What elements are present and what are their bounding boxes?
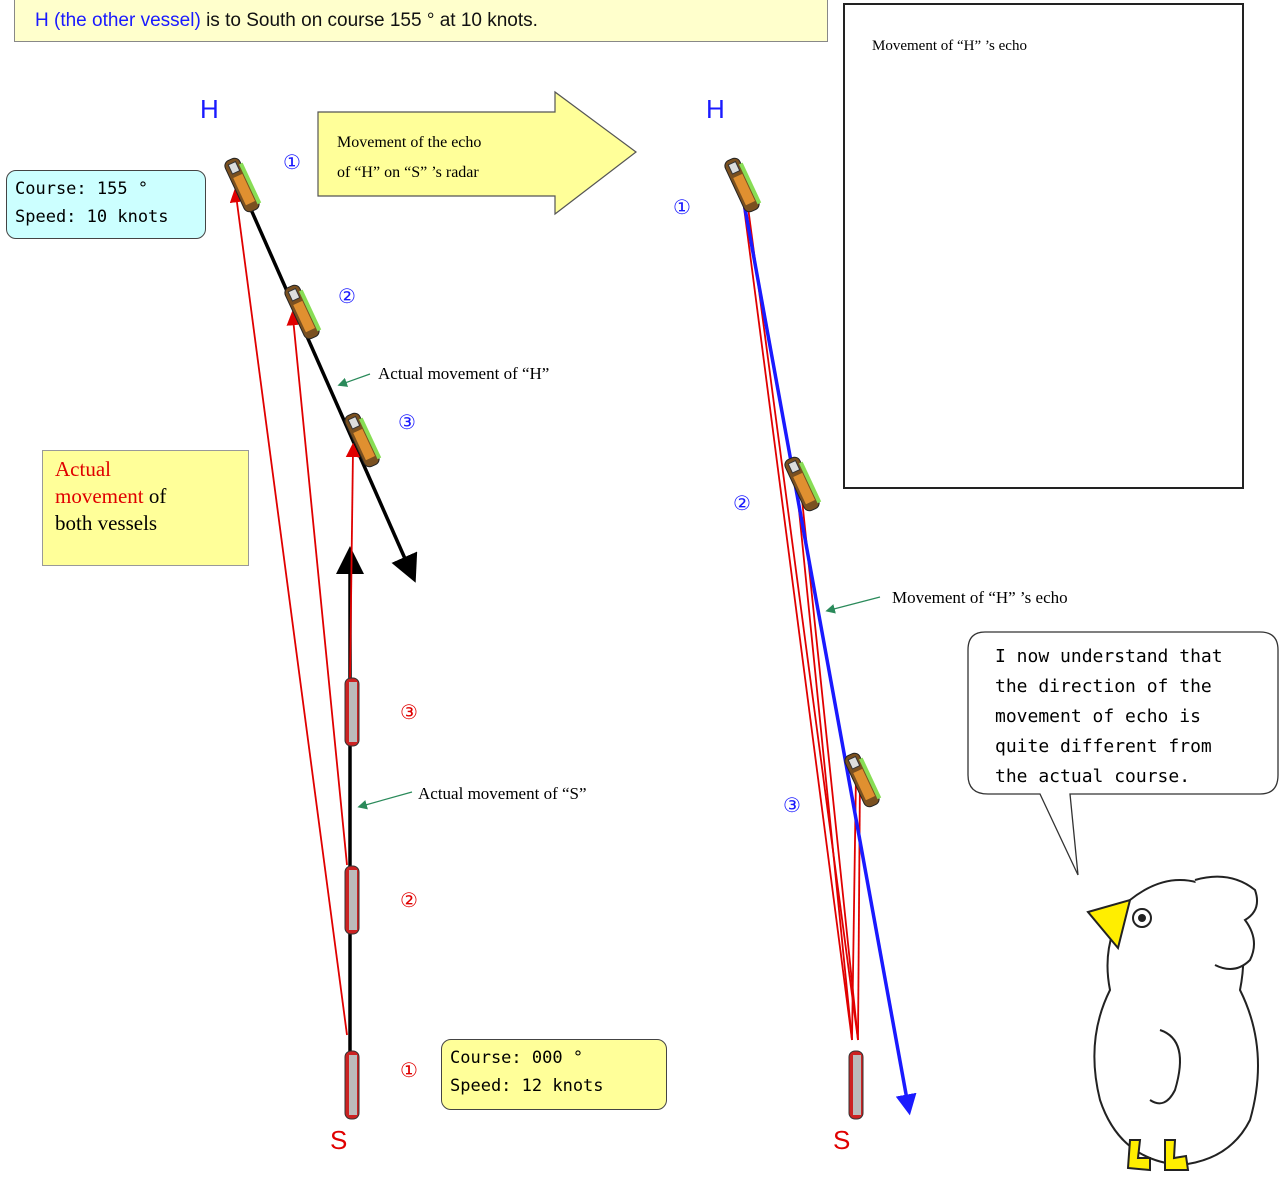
- s-speed: Speed: 12 knots: [450, 1076, 604, 1096]
- h-pos-2: ②: [338, 284, 356, 308]
- actual-s-label: Actual movement of “S”: [418, 784, 587, 803]
- s-pos-3: ③: [400, 700, 418, 724]
- header-text: is to South on course 155 ° at 10 knots.: [200, 10, 538, 31]
- right-label-h: H: [706, 94, 725, 124]
- r-h-ship-3: [844, 752, 882, 808]
- h-track-line: [236, 179, 418, 583]
- sight-line-3: [345, 442, 361, 681]
- h-course: Course: 155 °: [15, 179, 149, 199]
- r-s-ship: [848, 1050, 864, 1120]
- speech-line-5: the actual course.: [995, 766, 1191, 787]
- speech-bubble: [967, 631, 1279, 876]
- h-ship-2: [284, 284, 322, 340]
- s-ship-2: [344, 865, 360, 935]
- speech-line-3: movement of echo is: [995, 706, 1201, 727]
- speech-line-1: I now understand that: [995, 646, 1223, 667]
- r-sight-line-1b: [745, 191, 859, 1041]
- right-label-s: S: [833, 1125, 851, 1155]
- h-ship-3: [344, 412, 382, 468]
- both-line1: Actual: [55, 457, 111, 481]
- h-pos-3: ③: [398, 410, 416, 434]
- annot-arrow-h: [337, 373, 371, 387]
- h-info-box: Course: 155 ° Speed: 10 knots: [6, 170, 206, 239]
- s-pos-2: ②: [400, 888, 418, 912]
- r-h-ship-1: [724, 157, 762, 213]
- r-pos-3: ③: [783, 793, 801, 817]
- sight-line-2: [286, 310, 348, 866]
- bird-illustration: [1086, 875, 1259, 1172]
- s-info-box: Course: 000 ° Speed: 12 knots: [441, 1039, 667, 1110]
- both-line2: movement: [55, 484, 144, 508]
- h-pos-1: ①: [283, 150, 301, 174]
- h-ship-1: [224, 157, 262, 213]
- header-statement: H (the other vessel) is to South on cour…: [14, 0, 828, 42]
- echo-arrow-line2: of “H” on “S” ’s radar: [337, 164, 479, 181]
- both-line2b: of: [143, 484, 167, 508]
- speech-line-2: the direction of the: [995, 676, 1212, 697]
- h-speed: Speed: 10 knots: [15, 207, 169, 227]
- sight-line-1: [229, 187, 348, 1036]
- echo-track-line: [740, 191, 917, 1116]
- echo-arrow-line1: Movement of the echo: [337, 134, 482, 151]
- s-ship-3: [344, 677, 360, 747]
- bird-speech: I now understand that the direction of t…: [995, 642, 1255, 792]
- both-vessels-box: Actual movement of both vessels: [42, 450, 249, 566]
- both-line3: both vessels: [55, 511, 158, 535]
- echo-arrow-shape: [317, 90, 637, 216]
- actual-h-label: Actual movement of “H”: [378, 364, 550, 383]
- left-label-s: S: [330, 1125, 348, 1155]
- r-sight-line-3b: [857, 774, 861, 1041]
- r-pos-2: ②: [733, 491, 751, 515]
- s-course: Course: 000 °: [450, 1048, 584, 1068]
- echo-movement-label: Movement of “H” ’s echo: [892, 588, 1068, 607]
- r-sight-line-1: [741, 191, 853, 1041]
- s-ship-1: [344, 1050, 360, 1120]
- echo-arrow-label: Movement of the echo of “H” on “S” ’s ra…: [337, 128, 481, 188]
- r-h-ship-2: [784, 456, 822, 512]
- s-pos-1: ①: [400, 1058, 418, 1082]
- radar-title: Movement of “H” ’s echo: [872, 38, 1027, 54]
- r-sight-line-2: [795, 479, 853, 1041]
- header-vessel-name: H (the other vessel): [35, 10, 201, 31]
- radar-caption: Radar screen of “S”: [944, 430, 1148, 449]
- left-label-h: H: [200, 94, 219, 124]
- r-pos-1: ①: [673, 195, 691, 219]
- speech-line-4: quite different from: [995, 736, 1212, 757]
- annot-arrow-echo: [825, 596, 881, 614]
- radar-panel: [843, 3, 1244, 489]
- annot-arrow-s: [357, 791, 413, 810]
